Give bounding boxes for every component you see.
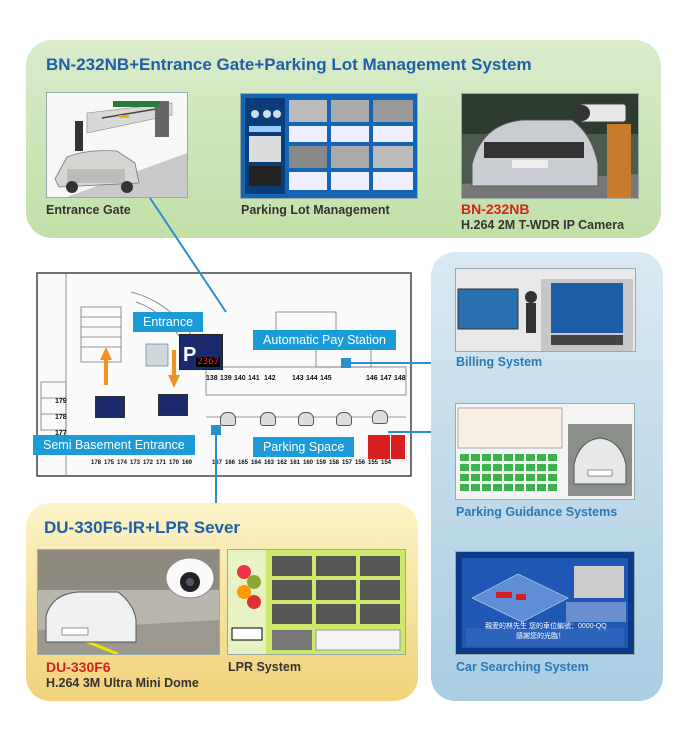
space-146: 146 xyxy=(366,375,378,382)
parking-lot-management-caption: Parking Lot Management xyxy=(241,203,390,217)
dome-camera-icon xyxy=(260,412,276,426)
bn-232nb-description: H.264 2M T-WDR IP Camera xyxy=(461,218,625,232)
space-141: 141 xyxy=(248,375,260,382)
parking-sign: P 2367 xyxy=(179,334,223,370)
side-spaces: 179 178 177 xyxy=(55,394,67,442)
dome-camera-icon xyxy=(298,412,314,426)
space-label: 161 xyxy=(290,460,301,466)
car-search-screen-text-2: 感謝您的光臨！ xyxy=(516,633,565,640)
space-label: 159 xyxy=(316,460,327,466)
semi-basement-entrance-label: Semi Basement Entrance xyxy=(33,435,195,455)
space-139: 139 xyxy=(220,375,232,382)
du-330f6-dome-photo xyxy=(37,549,220,655)
space-label: 177 xyxy=(55,430,67,437)
entrance-gate-caption: Entrance Gate xyxy=(46,203,131,217)
automatic-pay-station-label: Automatic Pay Station xyxy=(253,330,396,350)
space-label: 160 xyxy=(303,460,314,466)
space-label: 170 xyxy=(169,460,180,466)
car-searching-caption: Car Searching System xyxy=(456,660,589,674)
parking-lot-management-screen xyxy=(240,93,418,199)
space-label: 173 xyxy=(130,460,141,466)
space-label: 156 xyxy=(355,460,366,466)
billing-system-caption: Billing System xyxy=(456,355,543,369)
top-panel-title: BN-232NB+Entrance Gate+Parking Lot Manag… xyxy=(46,55,532,74)
parking-display-number: 2367 xyxy=(196,357,220,367)
billing-system-photo xyxy=(455,268,636,352)
parking-guidance-photo xyxy=(455,403,635,500)
car-search-screen-text: 親愛的林先生 您的車位編號：0000-QQ xyxy=(485,623,607,630)
space-label: 169 xyxy=(182,460,193,466)
space-label: 165 xyxy=(238,460,249,466)
space-label: 178 xyxy=(91,460,102,466)
lpr-system-caption: LPR System xyxy=(228,660,301,674)
dome-camera-icon xyxy=(220,412,236,426)
space-label: 175 xyxy=(104,460,115,466)
space-140: 140 xyxy=(234,375,246,382)
space-label: 166 xyxy=(225,460,236,466)
parking-space-row-top: 138 139 140 141 142 143 144 145 146 147 … xyxy=(206,375,408,382)
space-label: 172 xyxy=(143,460,154,466)
bn-232nb-camera-photo xyxy=(461,93,639,199)
space-label: 158 xyxy=(329,460,340,466)
parking-p-icon: P xyxy=(183,344,197,366)
space-label: 157 xyxy=(342,460,353,466)
lpr-system-screen xyxy=(227,549,406,655)
space-144: 144 xyxy=(306,375,318,382)
guidance-board-left xyxy=(95,396,125,418)
space-138: 138 xyxy=(206,375,218,382)
space-label: 164 xyxy=(251,460,262,466)
space-label: 171 xyxy=(156,460,167,466)
space-142: 142 xyxy=(264,375,276,382)
parking-space-label: Parking Space xyxy=(253,437,355,457)
space-label: 154 xyxy=(381,460,392,466)
du-330f6-model: DU-330F6 xyxy=(46,659,111,675)
bn-232nb-model: BN-232NB xyxy=(461,201,530,217)
space-label: 155 xyxy=(368,460,379,466)
space-label: 174 xyxy=(117,460,128,466)
entrance-label: Entrance xyxy=(133,312,204,332)
space-147: 147 xyxy=(380,375,392,382)
space-label: 179 xyxy=(55,398,67,405)
parking-space-row-bottom: 178 175 174 173 172 171 170 169 167 166 … xyxy=(91,460,394,466)
space-label: 178 xyxy=(55,414,67,421)
space-145: 145 xyxy=(320,375,332,382)
space-148: 148 xyxy=(394,375,406,382)
guidance-board-right xyxy=(158,394,188,416)
space-label: 167 xyxy=(212,460,223,466)
bottom-panel-title: DU-330F6-IR+LPR Sever xyxy=(44,518,241,537)
space-label: 163 xyxy=(264,460,275,466)
space-143: 143 xyxy=(292,375,304,382)
du-330f6-description: H.264 3M Ultra Mini Dome xyxy=(46,676,199,690)
dome-camera-icon xyxy=(336,412,352,426)
entrance-gate-photo xyxy=(46,92,188,198)
parking-guidance-caption: Parking Guidance Systems xyxy=(456,505,618,519)
dome-camera-icon xyxy=(372,410,388,424)
space-label: 162 xyxy=(277,460,288,466)
car-searching-photo xyxy=(455,551,635,655)
